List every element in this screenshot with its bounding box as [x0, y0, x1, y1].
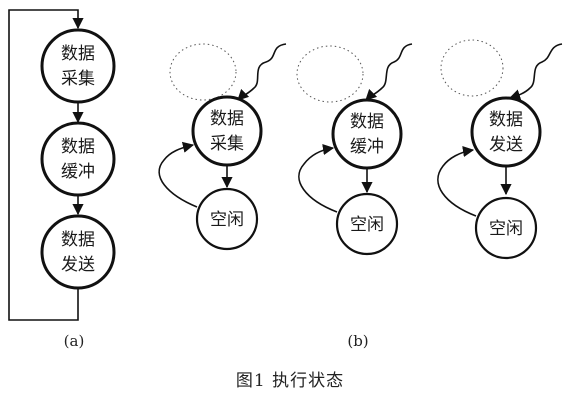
- machine-send: 数据 发送 空闲: [437, 39, 563, 260]
- state-buffer-line1: 数据: [350, 112, 384, 132]
- state-send-line2: 发送: [489, 135, 523, 155]
- idle-label: 空闲: [210, 210, 244, 230]
- machine-acquire: 数据 采集 空闲: [158, 43, 287, 251]
- idle-label: 空闲: [489, 219, 523, 239]
- state-buffer-line2: 缓冲: [350, 137, 384, 157]
- node-data-buffer-line2: 缓冲: [61, 162, 95, 182]
- node-data-buffer: [40, 121, 116, 197]
- node-data-send-line1: 数据: [61, 230, 95, 250]
- node-data-acquire: [40, 28, 116, 104]
- dashed-prev-state: [169, 43, 237, 101]
- incoming-squiggle-edge: [508, 43, 563, 101]
- edge-idle-return: [298, 144, 338, 213]
- state-buffer: [331, 98, 403, 170]
- figure-title: 图1 执行状态: [236, 371, 344, 391]
- incoming-squiggle-edge: [365, 43, 413, 101]
- state-acquire-line1: 数据: [210, 109, 244, 129]
- idle-label: 空闲: [350, 215, 384, 235]
- idle-state: [474, 196, 538, 260]
- node-data-send: [40, 214, 116, 290]
- loop-back-edge: [8, 9, 84, 321]
- state-send: [470, 96, 542, 168]
- state-acquire: [191, 95, 263, 167]
- dashed-prev-state: [440, 39, 504, 97]
- panel-a: 数据 采集 数据 缓冲 数据 发送 (a): [8, 9, 116, 350]
- node-data-buffer-line1: 数据: [61, 137, 95, 157]
- idle-state: [195, 187, 259, 251]
- idle-state: [335, 192, 399, 256]
- caption-b: (b): [347, 332, 368, 350]
- state-send-line1: 数据: [489, 110, 523, 130]
- node-data-acquire-line1: 数据: [61, 44, 95, 64]
- edge-idle-return: [158, 141, 198, 208]
- dashed-prev-state: [296, 45, 364, 103]
- caption-a: (a): [64, 332, 85, 350]
- state-acquire-line2: 采集: [210, 134, 244, 154]
- machine-buffer: 数据 缓冲 空闲: [296, 43, 413, 256]
- node-data-acquire-line2: 采集: [61, 69, 95, 89]
- incoming-squiggle-edge: [237, 43, 287, 101]
- node-data-send-line2: 发送: [61, 255, 95, 275]
- edge-idle-return: [437, 146, 477, 217]
